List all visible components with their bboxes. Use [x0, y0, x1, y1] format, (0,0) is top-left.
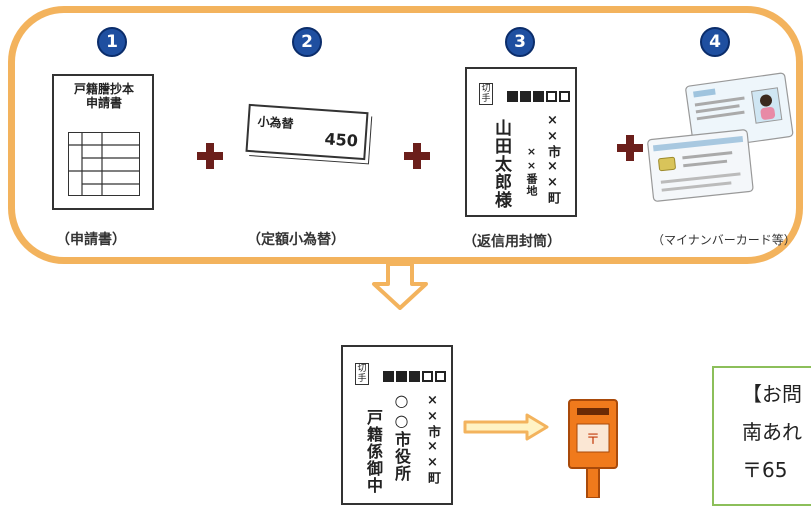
step-4-badge: 4 [700, 27, 730, 57]
zip-code-boxes [507, 91, 570, 102]
zip-code-boxes [383, 371, 446, 382]
plus-icon [404, 143, 430, 169]
step-2-caption: （定額小為替） [247, 232, 345, 248]
step-1-caption: （申請書） [56, 232, 126, 248]
step-1-badge: 1 [97, 27, 127, 57]
contact-info-box: 【お問 南あれ 〒65 [712, 366, 811, 506]
application-form-icon: 戸籍謄抄本 申請書 [52, 74, 154, 210]
postal-order-icon: 小為替 450 [245, 103, 369, 161]
stamp-icon: 切手 [479, 83, 493, 105]
right-arrow-icon [463, 413, 549, 441]
send-recipient: ○○市役所 [392, 391, 411, 482]
step-3-caption: （返信用封筒） [463, 234, 561, 250]
contact-line-1: 【お問 [742, 382, 802, 406]
contact-line-3: 〒65 [742, 458, 788, 482]
stamp-icon: 切手 [355, 363, 369, 385]
process-frame [8, 6, 803, 264]
step-2-badge: 2 [292, 27, 322, 57]
id-card-icon [647, 72, 794, 202]
return-name: 山田太郎様 [491, 119, 511, 209]
contact-line-2: 南あれ [742, 420, 802, 444]
return-house: ××番地 [525, 145, 538, 197]
plus-icon [197, 143, 223, 169]
send-address: ××市××町 [425, 393, 440, 485]
svg-text:〒: 〒 [586, 432, 600, 448]
send-envelope-icon: 切手 ××市××町 ○○市役所 戸籍係御中 [341, 345, 453, 505]
return-address: ××市××町 [545, 113, 560, 205]
return-envelope-icon: 切手 ××市××町 ××番地 山田太郎様 [465, 67, 577, 217]
postal-order-label: 小為替 [257, 114, 295, 132]
send-dept: 戸籍係御中 [364, 409, 383, 494]
step-4-caption: （マイナンバーカード等） [652, 233, 796, 247]
form-table [68, 132, 140, 196]
plus-icon [617, 135, 643, 161]
down-arrow-icon [372, 262, 428, 310]
mailbox-icon: 〒 [568, 399, 618, 498]
postal-order-amount: 450 [323, 129, 359, 151]
step-3-badge: 3 [505, 27, 535, 57]
form-title: 戸籍謄抄本 申請書 [73, 82, 134, 110]
